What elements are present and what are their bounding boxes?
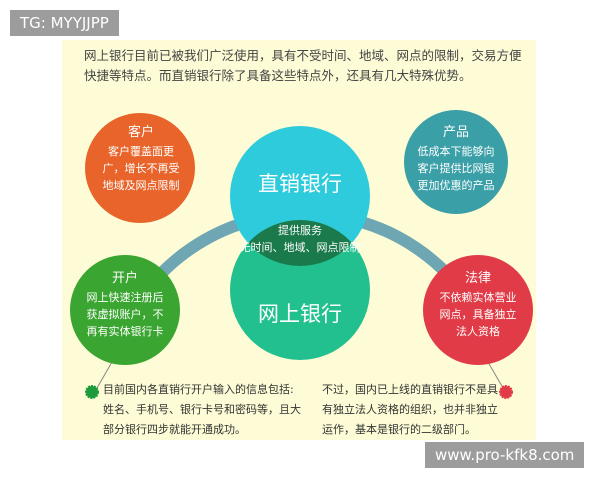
account-circle: [70, 255, 180, 365]
online-bank-label: 网上银行: [258, 302, 342, 326]
account-node: 开户 网上快速注册后获虚拟账户，不再有实体银行卡: [82, 270, 168, 340]
connector-right: [487, 361, 504, 389]
customer-circle: [85, 113, 195, 223]
overlap-title: 提供服务: [278, 224, 322, 237]
green-bullet-icon: [85, 385, 99, 399]
product-node: 产品 低成本下能够向客户提供比网银更加优惠的产品: [414, 124, 498, 194]
product-circle: [404, 110, 508, 214]
watermark-bottom: www.pro-kfk8.com: [425, 442, 585, 468]
overlap-text: 提供服务 无时间、地域、网点限制: [230, 222, 370, 256]
overlap-desc: 无时间、地域、网点限制: [239, 241, 361, 254]
connector-left: [96, 361, 113, 389]
law-circle: [423, 255, 533, 365]
intro-text: 网上银行目前已被我们广泛使用，具有不受时间、地域、网点的限制，交易方便快捷等特点…: [84, 48, 522, 83]
direct-bank-label: 直销银行: [258, 172, 342, 196]
note-right: 不过，国内已上线的直销银行不是具有独立法人资格的组织，也并非独立运作，基本是银行…: [322, 383, 498, 436]
note-left: 目前国内各直销行开户输入的信息包括:姓名、手机号、银行卡号和密码等，且大部分银行…: [103, 383, 301, 436]
customer-node: 客户 客户覆盖面更广，增长不再受地域及网点限制: [100, 124, 182, 194]
customer-title: 客户: [127, 125, 154, 140]
account-title: 开户: [111, 271, 138, 286]
watermark-top: TG: MYYJJPP: [10, 10, 119, 36]
product-title: 产品: [442, 125, 469, 140]
law-title: 法律: [464, 271, 491, 286]
customer-text: 客户覆盖面更广，增长不再受地域及网点限制: [102, 145, 180, 192]
law-text: 不依赖实体营业网点，具备独立法人资格: [439, 291, 517, 338]
product-text: 低成本下能够向客户提供比网银更加优惠的产品: [417, 145, 495, 192]
law-node: 法律 不依赖实体营业网点，具备独立法人资格: [438, 270, 518, 340]
account-text: 网上快速注册后获虚拟账户，不再有实体银行卡: [86, 291, 164, 338]
red-bullet-icon: [499, 385, 513, 399]
overlap-area: [230, 220, 370, 266]
